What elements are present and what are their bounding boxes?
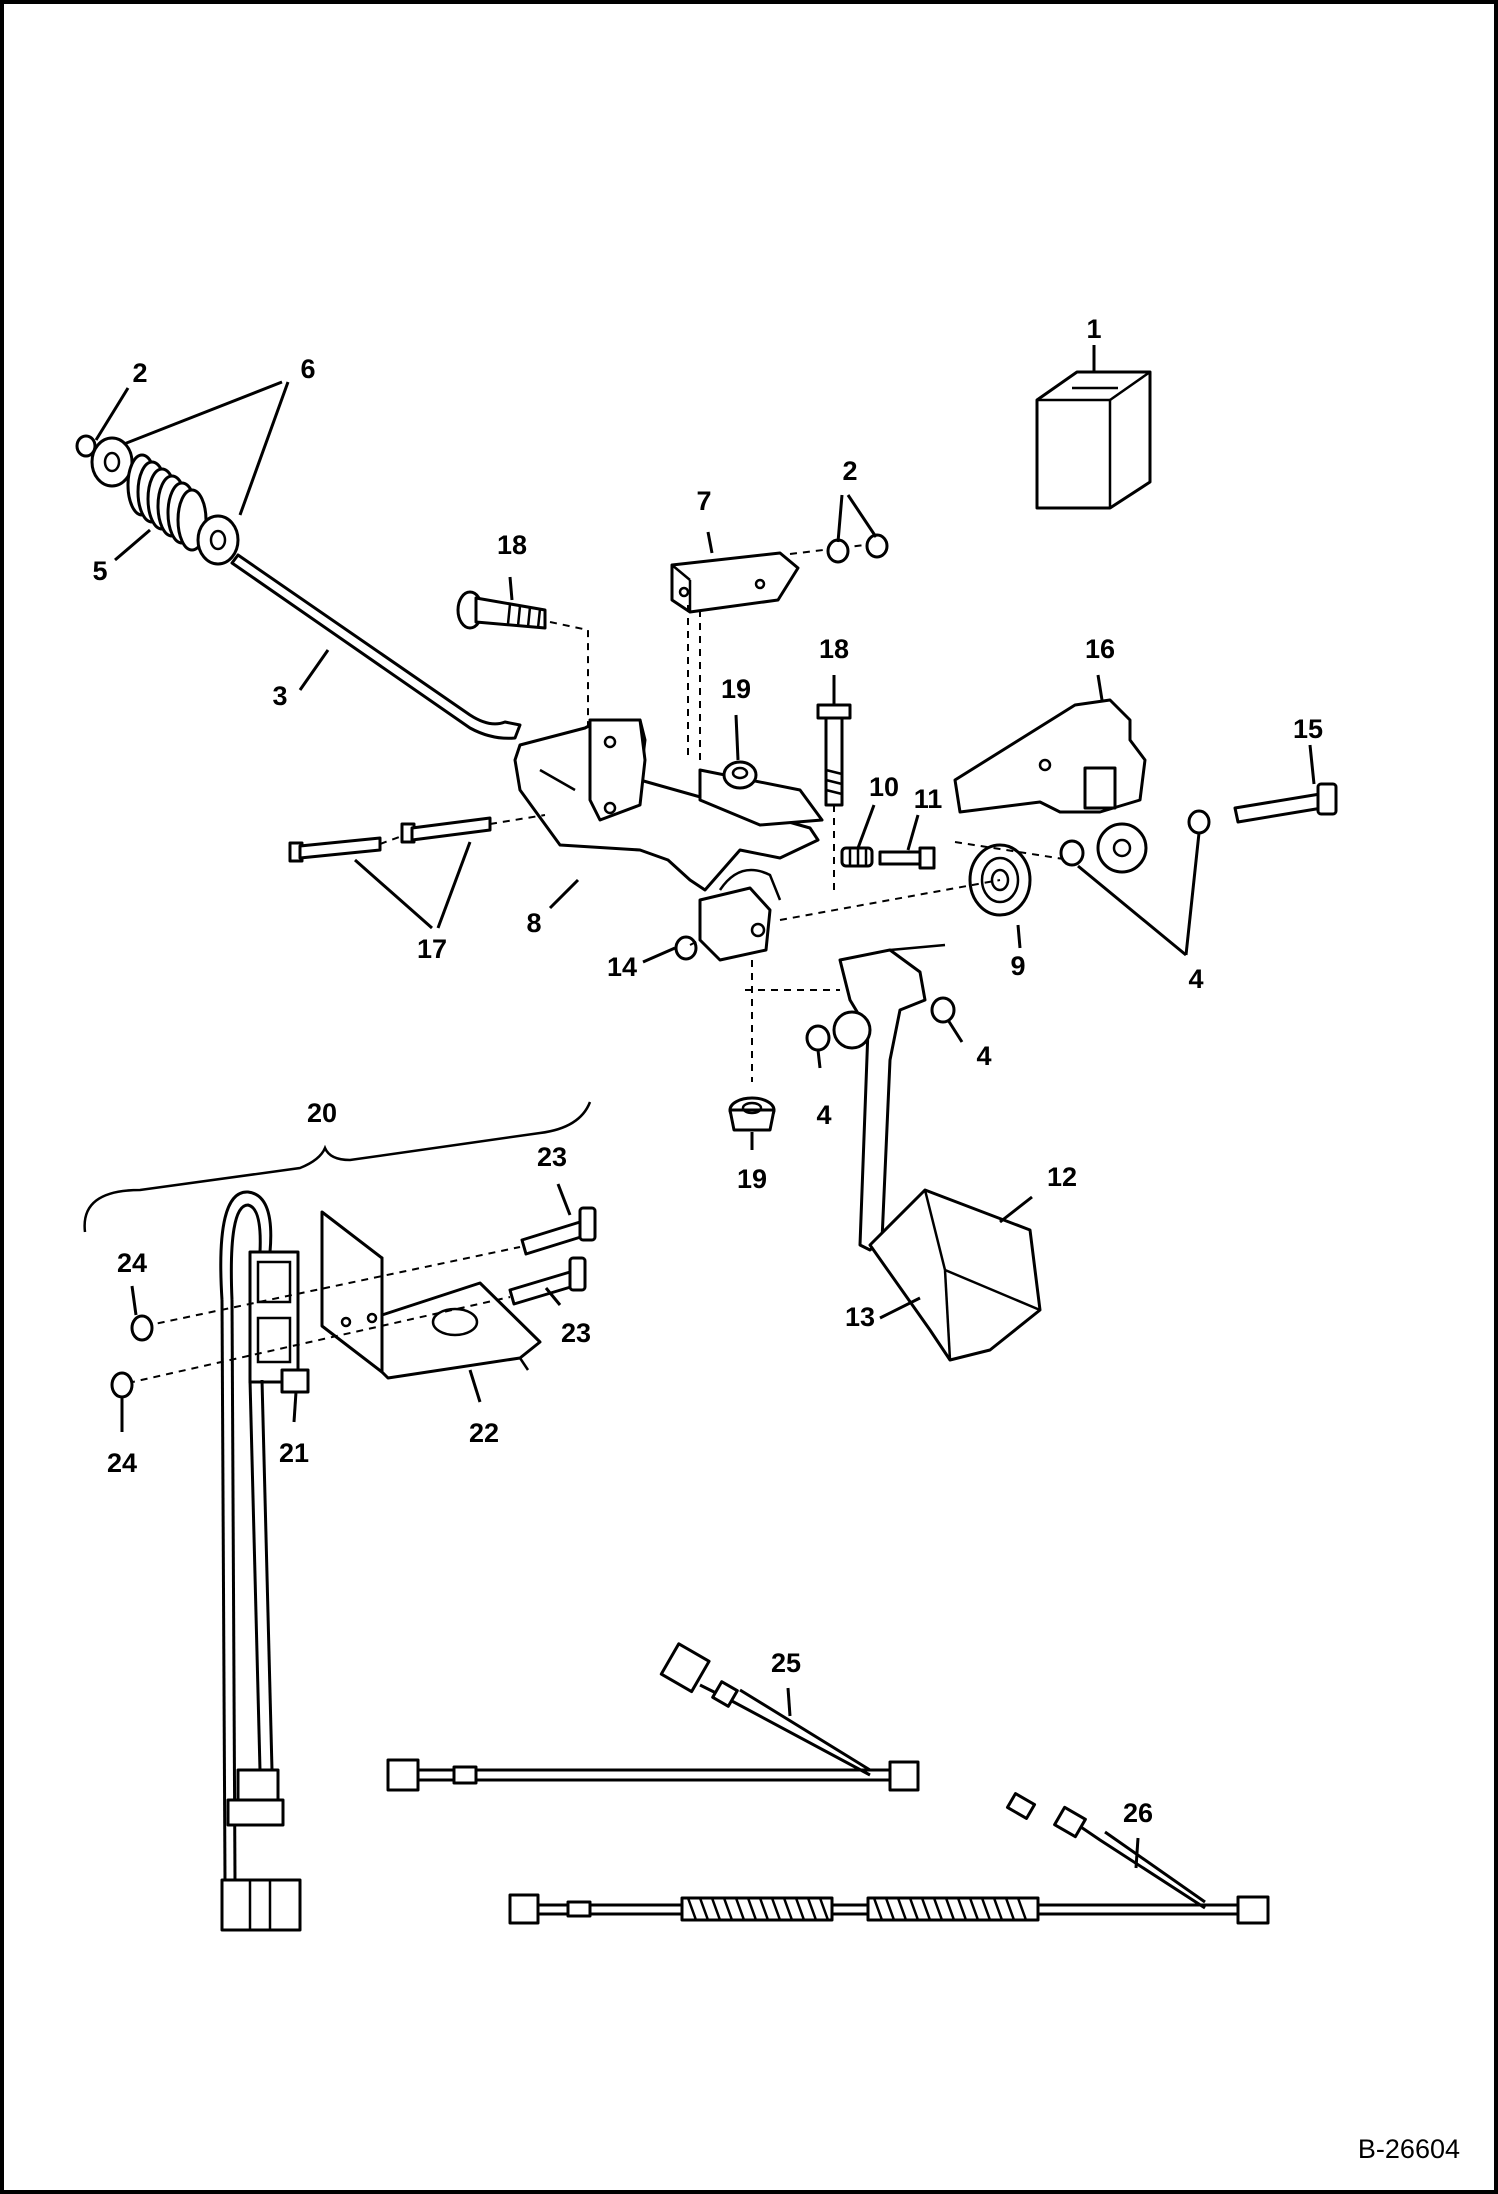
callout-4: 4: [1188, 964, 1203, 994]
callout-9: 9: [1010, 951, 1025, 981]
part-18-bolt-left: [456, 590, 547, 630]
part-11-bolt: [878, 846, 936, 870]
callout-6: 6: [300, 354, 315, 384]
callout-18: 18: [497, 530, 527, 560]
callout-4: 4: [816, 1100, 831, 1130]
part-17-bolts: [288, 814, 546, 863]
part-4-washer-right: [1059, 809, 1211, 874]
figure-id: B-26604: [1358, 2134, 1460, 2164]
braid-pattern: [686, 1897, 1028, 1921]
callout-4: 4: [976, 1041, 991, 1071]
callout-23: 23: [537, 1142, 567, 1172]
part-25-harness: [386, 1642, 920, 1792]
callout-17: 17: [417, 934, 447, 964]
callout-24: 24: [107, 1448, 137, 1478]
callout-19: 19: [721, 674, 751, 704]
callout-2: 2: [132, 358, 147, 388]
part-16-bracket: [953, 698, 1147, 814]
callout-19: 19: [737, 1164, 767, 1194]
part-5-spring: [126, 453, 208, 552]
part-20-brace: [83, 1101, 592, 1233]
spring-assembly: [75, 434, 240, 566]
callout-11: 11: [914, 784, 943, 814]
callout-18: 18: [819, 634, 849, 664]
callout-15: 15: [1293, 714, 1323, 744]
callout-25: 25: [771, 1648, 801, 1678]
callout-16: 16: [1085, 634, 1115, 664]
callout-3: 3: [272, 681, 287, 711]
callout-22: 22: [469, 1418, 499, 1448]
callout-1: 1: [1086, 314, 1101, 344]
part-10-spring: [840, 846, 874, 868]
part-18-bolt-vertical: [816, 703, 852, 807]
part-3-rod: [230, 553, 522, 740]
callout-23: 23: [561, 1318, 591, 1348]
part-19-bushing-lower: [728, 1096, 776, 1132]
part-2-nuts-upper: [789, 533, 891, 564]
callout-2: 2: [842, 456, 857, 486]
callout-5: 5: [92, 556, 107, 586]
callout-14: 14: [607, 952, 637, 982]
leader-lines: [94, 345, 1316, 1869]
callout-21: 21: [279, 1438, 309, 1468]
pedal-pivot-bracket: [698, 868, 782, 962]
part-12-pedal-pad: [868, 1188, 1042, 1362]
callout-8: 8: [526, 908, 541, 938]
part-13-pedal-arm: [805, 943, 946, 1252]
callout-12: 12: [1047, 1162, 1077, 1192]
part-7-bracket: [670, 551, 800, 614]
part-14-nut: [674, 935, 698, 961]
part-1-box: [1035, 370, 1152, 510]
callout-20: 20: [307, 1098, 337, 1128]
part-15-bolt: [1233, 782, 1338, 824]
part-21-switch: [219, 1190, 310, 1881]
part-22-bracket: [320, 1210, 542, 1380]
part-4-nut-lower-right: [930, 996, 956, 1024]
callout-13: 13: [845, 1302, 875, 1332]
callout-7: 7: [696, 486, 711, 516]
callout-labels: 1 2 6 2 7 5 18 3 18 16 19 15 10 11 17 8 …: [92, 314, 1460, 2164]
switch-connector: [220, 1768, 302, 1932]
part-19-bushing-upper: [722, 760, 758, 790]
callout-24: 24: [117, 1248, 147, 1278]
part-26-harness: [508, 1792, 1270, 1925]
part-24-nuts: [110, 1314, 154, 1399]
part-23-screws: [508, 1206, 597, 1306]
callout-10: 10: [869, 772, 899, 802]
callout-26: 26: [1123, 1798, 1153, 1828]
part-8-main-bracket: [513, 718, 824, 892]
